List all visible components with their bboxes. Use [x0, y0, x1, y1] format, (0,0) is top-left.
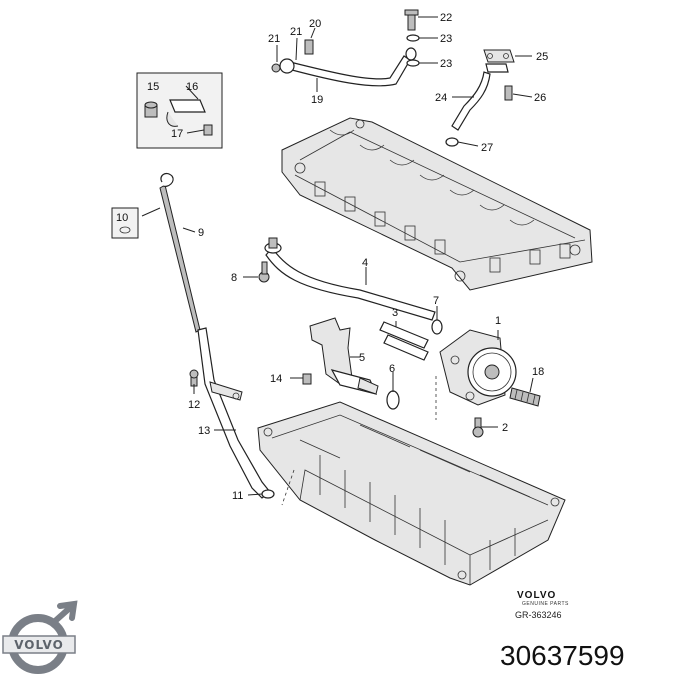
bolt-22	[404, 9, 419, 31]
part-number: 30637599	[500, 640, 625, 671]
bolt-14	[302, 373, 312, 385]
bolt-26	[504, 85, 513, 101]
bolt-12	[189, 369, 199, 387]
dipstick-tube-13	[197, 327, 271, 499]
callout-11: 11	[232, 490, 243, 502]
pipe-3	[379, 321, 429, 361]
dipstick-9	[159, 172, 201, 333]
callout-1: 1	[495, 315, 501, 327]
callout-8: 8	[231, 272, 237, 284]
callout-5: 5	[359, 352, 365, 364]
inset-box-10	[111, 207, 139, 239]
seal-6	[386, 390, 400, 410]
callout-7: 7	[433, 295, 439, 307]
washer-23a	[406, 34, 420, 42]
alignment-line	[281, 469, 295, 506]
washer-23b	[406, 59, 420, 67]
callout-13: 13	[198, 425, 210, 437]
leader-lines	[141, 16, 534, 496]
callout-14: 14	[270, 373, 282, 385]
brand-subtitle: GENUINE PARTS	[522, 601, 569, 607]
callout-2: 2	[502, 422, 508, 434]
callout-24: 24	[435, 92, 447, 104]
bolt-2	[472, 417, 484, 438]
callout-22: 22	[440, 12, 452, 24]
oil-pipe-4	[264, 237, 436, 321]
callout-16: 16	[186, 81, 198, 93]
callout-15: 15	[147, 81, 159, 93]
callout-23b: 23	[440, 58, 452, 70]
callout-21b: 21	[290, 26, 302, 38]
seal-7	[431, 319, 443, 335]
bracket-5	[309, 317, 379, 395]
diagram-reference: GR-363246	[515, 610, 562, 620]
pipe-19	[271, 39, 417, 87]
logo-bar	[2, 635, 76, 654]
callout-10: 10	[116, 212, 128, 224]
o-ring-11	[261, 489, 275, 499]
callout-25: 25	[536, 51, 548, 63]
callout-4: 4	[362, 257, 368, 269]
logo-text: VOLVO	[14, 638, 64, 652]
engine-block	[281, 117, 593, 291]
callout-6: 6	[389, 363, 395, 375]
oil-pan	[257, 401, 566, 586]
callout-20: 20	[309, 18, 321, 30]
inset-box-15-17	[136, 72, 223, 149]
callout-18: 18	[532, 366, 544, 378]
seal-27	[445, 137, 459, 147]
bolt-18	[509, 387, 541, 407]
brand-name: VOLVO	[517, 590, 557, 601]
callout-23a: 23	[440, 33, 452, 45]
callout-19: 19	[311, 94, 323, 106]
pipe-24	[451, 49, 515, 131]
callout-21a: 21	[268, 33, 280, 45]
bolt-8	[258, 261, 270, 283]
oil-pump	[439, 329, 517, 406]
volvo-logo: VOLVO	[2, 600, 78, 674]
callout-3: 3	[392, 307, 398, 319]
callout-26: 26	[534, 92, 546, 104]
logo-arrow	[51, 600, 78, 625]
callout-12: 12	[188, 399, 200, 411]
callout-17: 17	[171, 128, 183, 140]
callout-labels: 1 2 3 4 5 6 7 8 9 10 11 12 13 14 15 16 1…	[116, 12, 548, 502]
callout-27: 27	[481, 142, 493, 154]
callout-9: 9	[198, 227, 204, 239]
